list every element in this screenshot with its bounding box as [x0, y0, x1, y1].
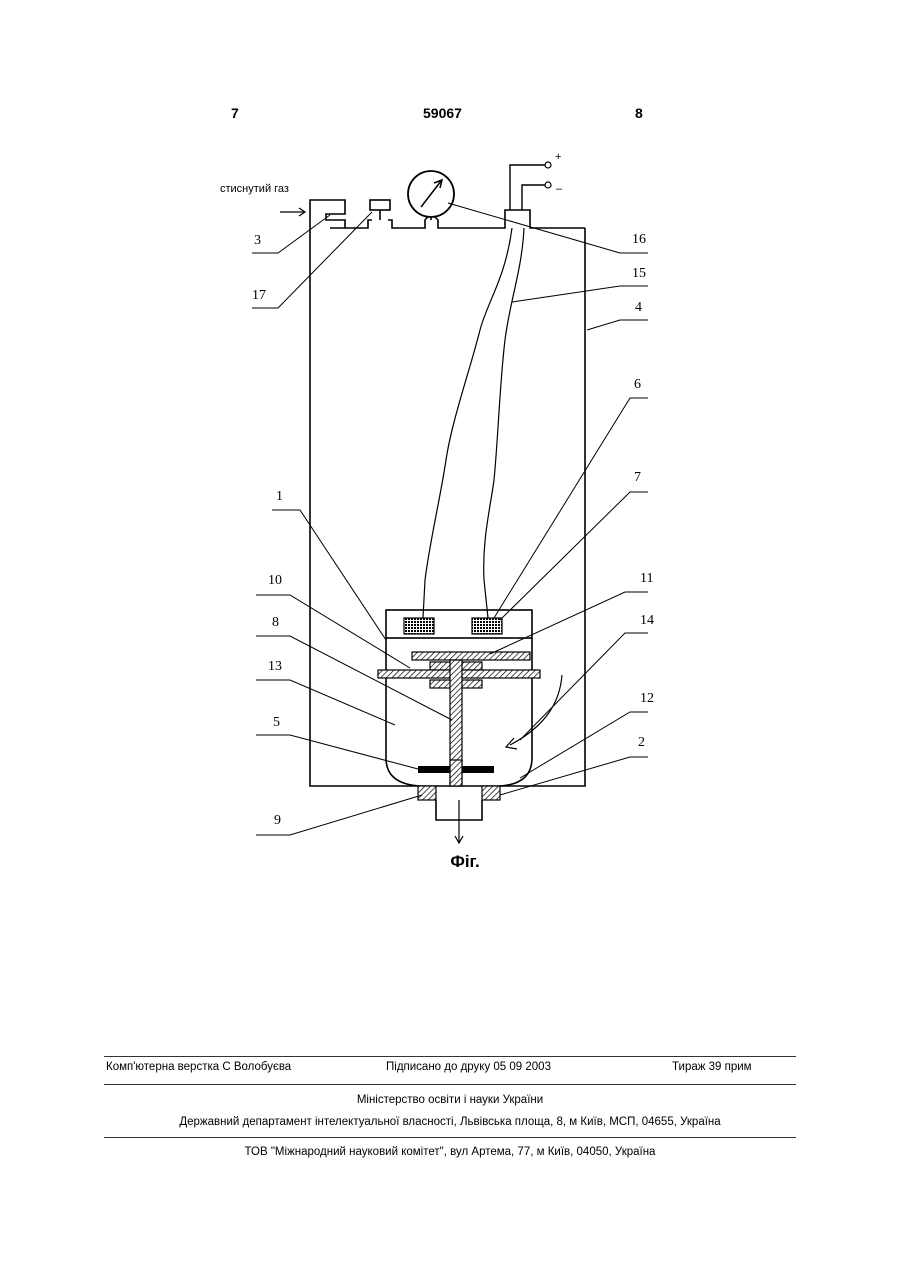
footer-rule-middle: [104, 1084, 796, 1085]
callout-4: 4: [635, 300, 642, 315]
signed-date: Підписано до друку 05 09 2003: [386, 1061, 551, 1073]
gas-label: стиснутий газ: [220, 183, 289, 195]
outlet-flange-right: [482, 786, 500, 800]
apparatus-figure: стиснутий газ + –: [0, 0, 900, 900]
callout-8: 8: [272, 615, 279, 630]
callout-10: 10: [268, 573, 282, 588]
footer-rule-bottom: [104, 1137, 796, 1138]
flow-arrow: [510, 675, 562, 745]
callout-3: 3: [254, 233, 261, 248]
callout-11: 11: [640, 571, 653, 586]
callout-12: 12: [640, 691, 654, 706]
electrode-right: [472, 618, 502, 634]
vessel-outline: [310, 210, 585, 786]
flow-arrowhead: [506, 738, 517, 749]
wire-right: [484, 228, 524, 618]
negative-lead: [522, 185, 545, 210]
positive-lead: [510, 165, 545, 210]
callout-17: 17: [252, 288, 266, 303]
electrode-left: [404, 618, 434, 634]
typesetting-credit: Комп'ютерна верстка С Волобуєва: [106, 1061, 291, 1073]
negative-terminal: [545, 182, 551, 188]
gas-inlet-pipe: [310, 200, 345, 228]
callout-9: 9: [274, 813, 281, 828]
callout-13: 13: [268, 659, 282, 674]
callout-14: 14: [640, 613, 654, 628]
department-address: Державний департамент інтелектуальної вл…: [104, 1116, 796, 1128]
safety-valve: [370, 200, 390, 210]
minus-sign: –: [556, 183, 563, 195]
callout-1: 1: [276, 489, 283, 504]
callout-16: 16: [632, 232, 646, 247]
upper-plate: [412, 652, 530, 660]
callout-2: 2: [638, 735, 645, 750]
callout-15: 15: [632, 266, 646, 281]
outlet-flange-left: [418, 786, 436, 800]
circulation: Тираж 39 прим: [672, 1061, 752, 1073]
callout-7: 7: [634, 470, 641, 485]
callout-6: 6: [634, 377, 641, 392]
figure-caption: Фіг.: [440, 852, 490, 872]
plus-sign: +: [555, 151, 561, 163]
footer-rule-top: [104, 1056, 796, 1057]
rod-tip: [450, 760, 462, 786]
publisher-address: ТОВ "Міжнародний науковий комітет", вул …: [104, 1146, 796, 1158]
ministry-name: Міністерство освіти і науки України: [104, 1094, 796, 1106]
callout-5: 5: [273, 715, 280, 730]
positive-terminal: [545, 162, 551, 168]
